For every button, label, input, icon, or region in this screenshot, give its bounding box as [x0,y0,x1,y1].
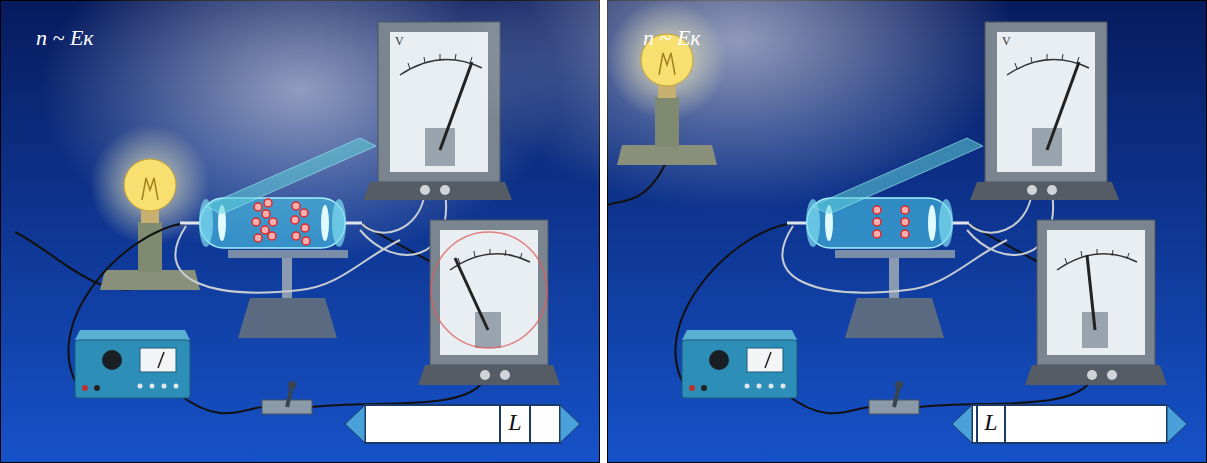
electron [262,210,270,218]
electron [269,218,277,226]
electron [254,234,262,242]
electron [291,216,299,224]
filament [659,53,675,75]
electron [300,209,308,217]
ammeter-needle [455,258,488,330]
lamp-base [100,270,200,290]
apparatus [675,22,1187,443]
electron [873,230,881,238]
electron [901,206,909,214]
filament [142,178,158,200]
slider-marker [1004,405,1006,443]
electron [302,237,310,245]
electrons [873,206,909,238]
electron [261,226,269,234]
lamp-cable [607,160,667,205]
electron [901,218,909,226]
lamp-bulb [124,159,176,211]
electron [264,199,272,207]
lamp-base [617,145,717,165]
electron [901,230,909,238]
meter-symbol: V [395,35,415,48]
ammeter-needle [1087,255,1095,330]
right-panel [457,0,1207,463]
slider-label: L [977,409,1005,435]
electrons [252,199,310,245]
electron [268,232,276,240]
meter-symbol: V [1002,35,1022,48]
slider-label: L [500,409,530,435]
formula-label: n ~ Eк [643,26,783,50]
electron [292,232,300,240]
slider-marker [499,405,501,443]
highlight-circle [431,232,547,348]
electron [873,206,881,214]
lamp-stand [138,222,162,272]
electron [873,218,881,226]
slider-marker [529,405,531,443]
electron [301,224,309,232]
electron [252,218,260,226]
slider-marker [976,405,978,443]
electron [292,202,300,210]
electron [254,203,262,211]
light-glow [457,0,1017,210]
formula-label: n ~ Eк [36,26,176,50]
lamp-stand [655,97,679,147]
